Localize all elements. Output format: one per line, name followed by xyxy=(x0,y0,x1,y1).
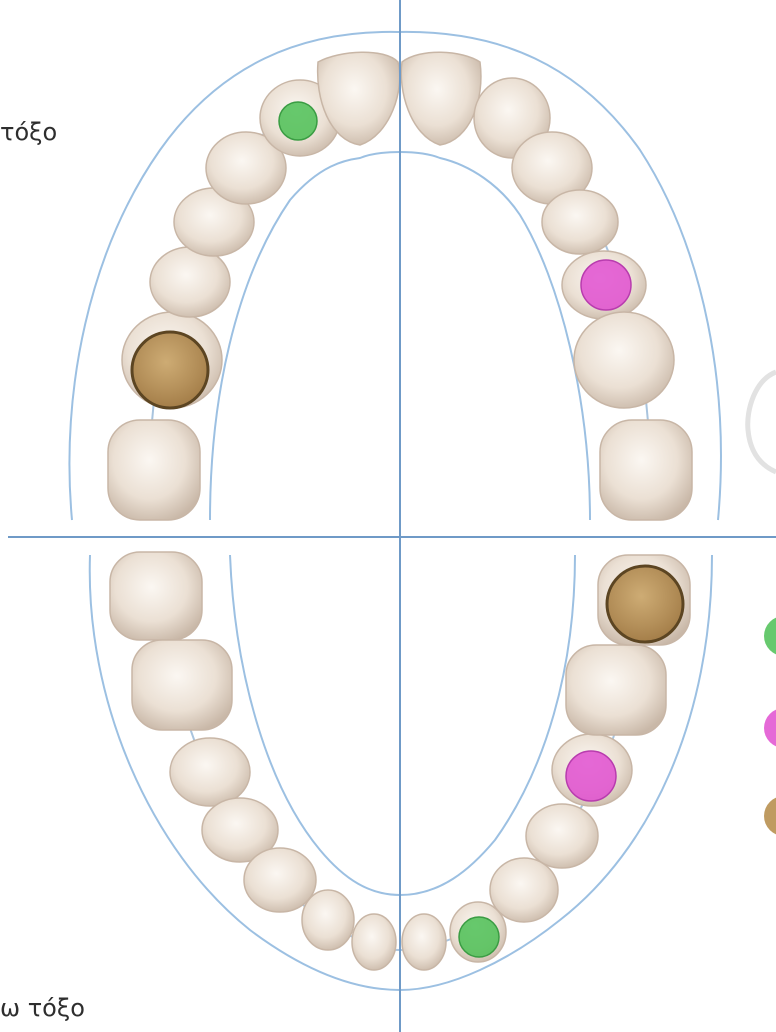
green-marker-lower-right xyxy=(459,917,499,957)
upper-left-premolar-2 xyxy=(150,247,230,317)
lower-right-premolar-1 xyxy=(526,804,598,868)
legend-magenta-marker xyxy=(764,708,776,748)
lower-left-central-incisor xyxy=(352,914,396,970)
magenta-marker-upper-right xyxy=(581,260,631,310)
legend-green-marker xyxy=(764,616,776,656)
lower-left-premolar-2 xyxy=(170,738,250,806)
gold-marker-lower-right xyxy=(607,566,683,642)
lower-left-lateral-incisor xyxy=(302,890,354,950)
lower-right-molar-2 xyxy=(566,645,666,735)
lower-gum-inner-outline xyxy=(230,555,575,895)
upper-right-molar-1 xyxy=(574,312,674,408)
partial-circle-decoration xyxy=(748,372,776,472)
green-marker-upper-left xyxy=(279,102,317,140)
lower-left-molar-3 xyxy=(110,552,202,640)
lower-right-canine xyxy=(490,858,558,922)
lower-right-central-incisor xyxy=(402,914,446,970)
lower-left-canine xyxy=(244,848,316,912)
lower-left-molar-2 xyxy=(132,640,232,730)
legend xyxy=(764,616,776,836)
upper-right-central-incisor xyxy=(401,52,481,145)
gold-marker-upper-left xyxy=(132,332,208,408)
upper-left-molar-3 xyxy=(108,420,200,520)
magenta-marker-lower-right xyxy=(566,751,616,801)
upper-right-molar-3 xyxy=(600,420,692,520)
upper-right-premolar-1 xyxy=(542,190,618,254)
legend-gold-marker xyxy=(764,796,776,836)
